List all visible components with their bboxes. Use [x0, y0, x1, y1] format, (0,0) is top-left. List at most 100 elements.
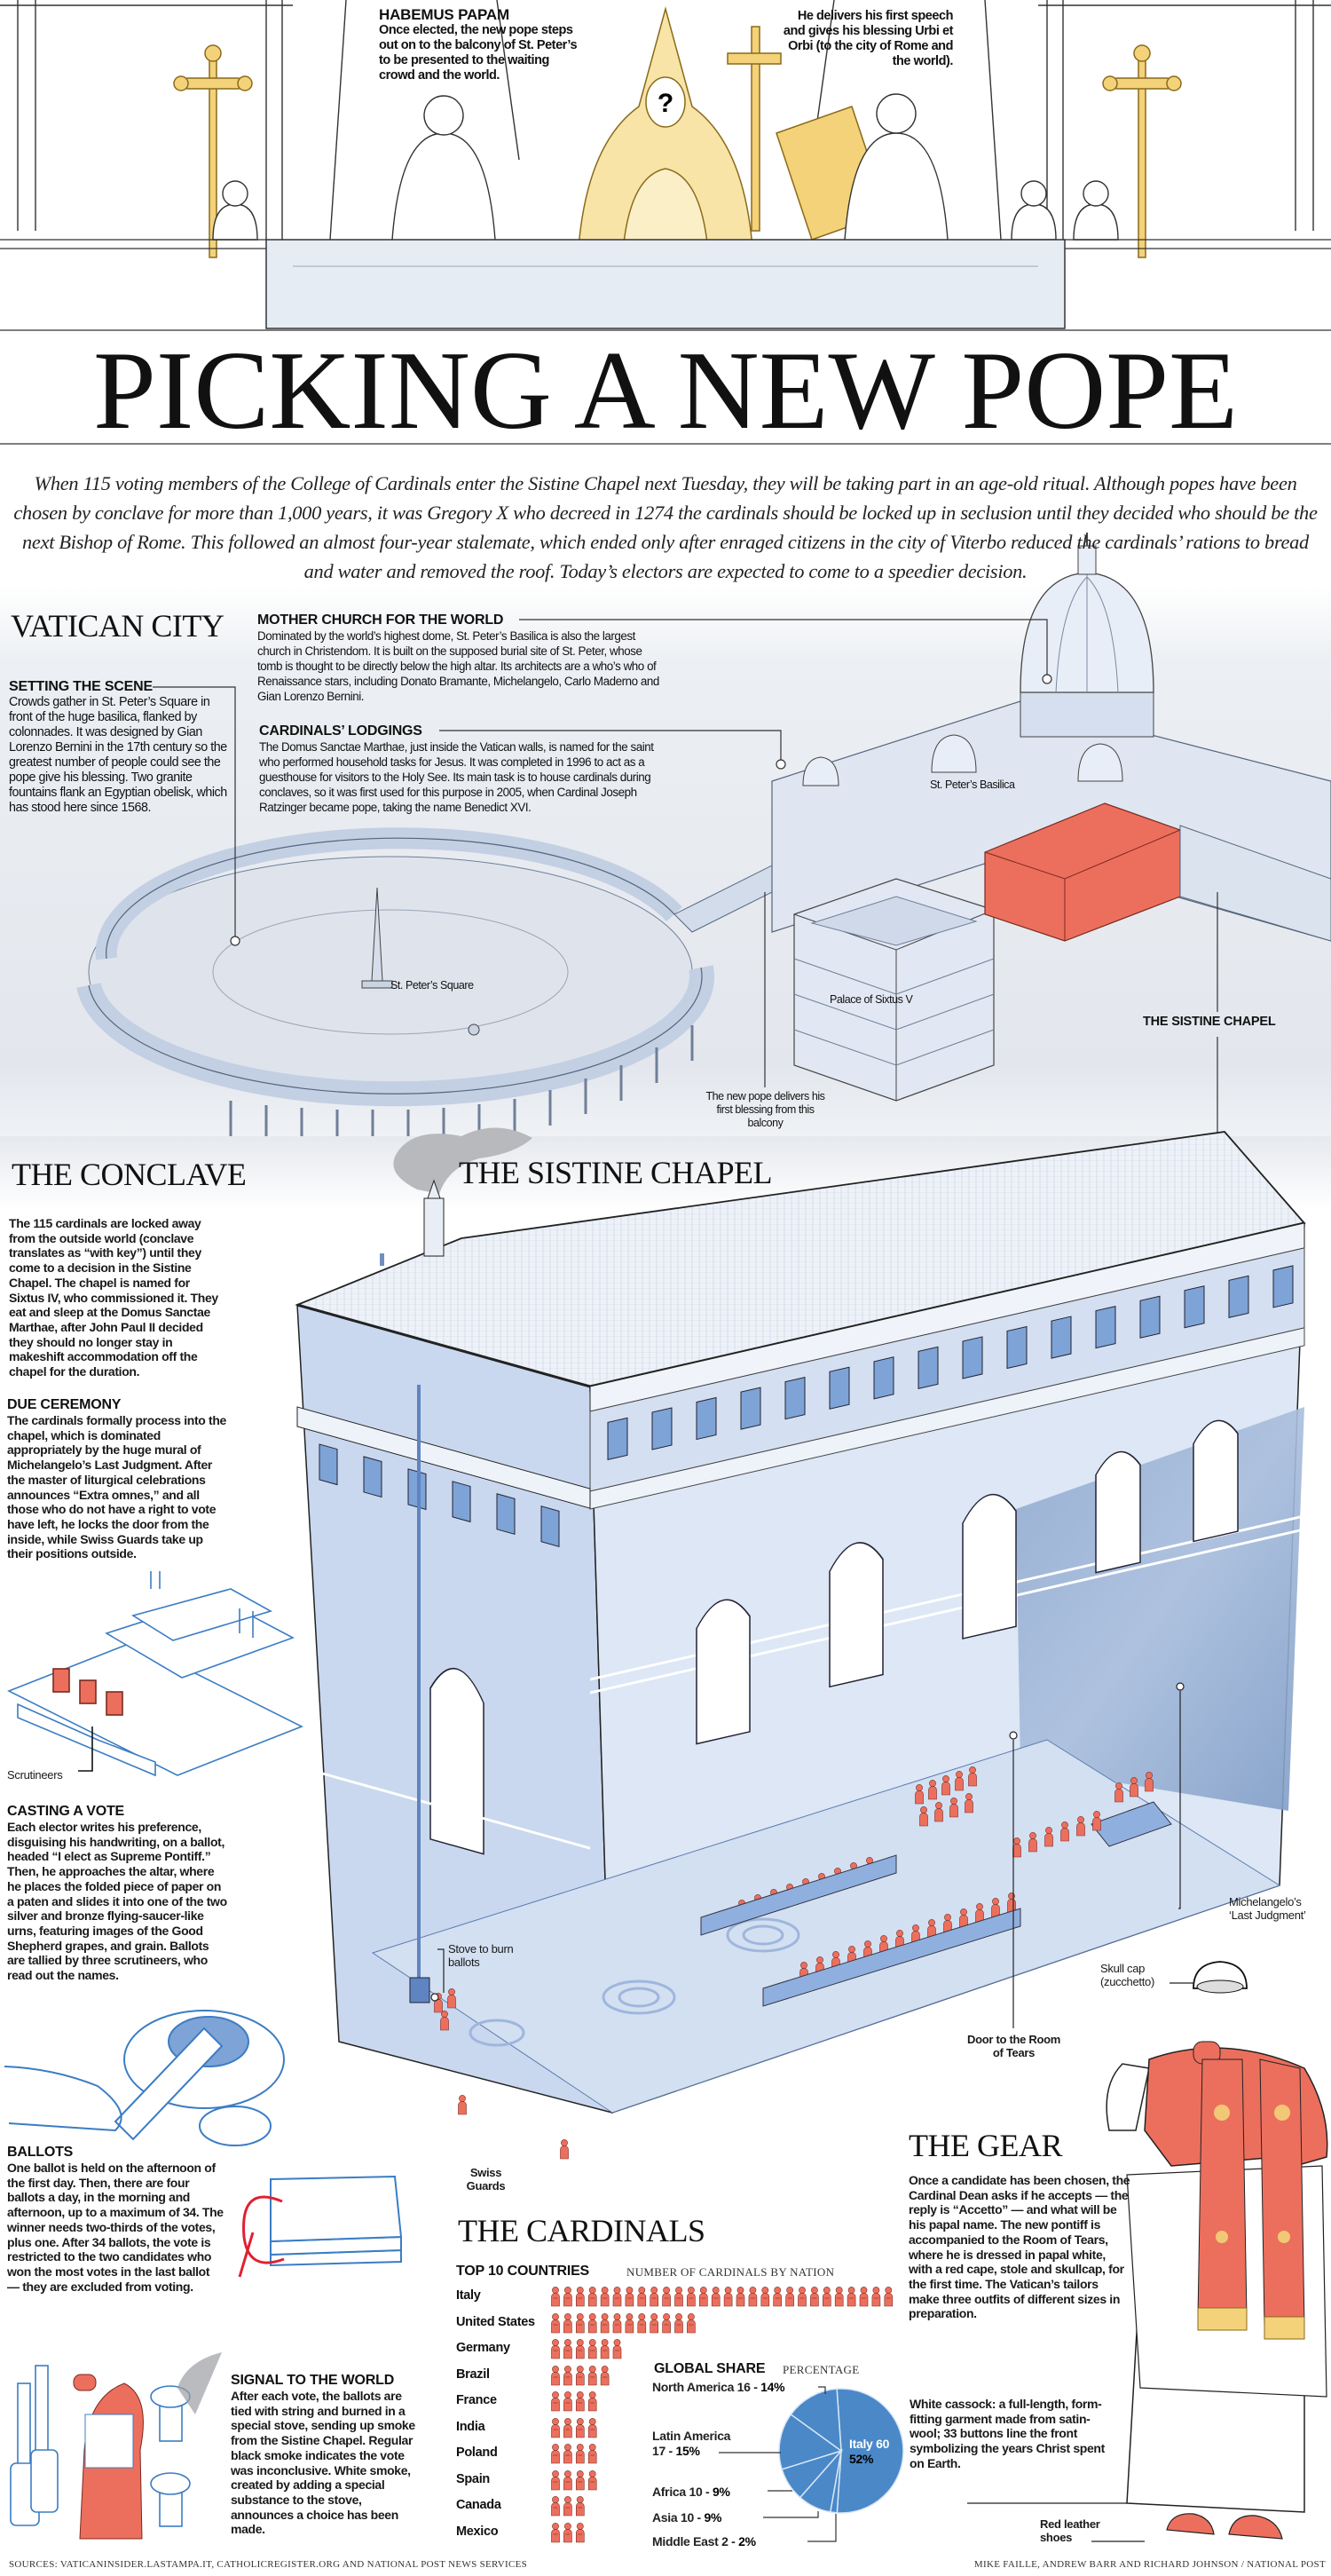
cardinal-figure-icon [575, 2522, 585, 2542]
cardinal-figure-icon [723, 2287, 733, 2307]
cardinal-figure-icon [587, 2444, 597, 2464]
cardinal-figure-icon [587, 2287, 597, 2307]
signal-title: SIGNAL TO THE WORLD [231, 2373, 395, 2388]
due-ceremony-title: DUE CEREMONY [7, 1397, 122, 1412]
cardinal-figure-icon [551, 2522, 560, 2542]
country-label: Canada [456, 2498, 501, 2512]
pie-label-middle-east: Middle East 2 - 2% [652, 2534, 756, 2548]
cardinals-lodgings-text: The Domus Sanctae Marthae, just inside t… [259, 740, 654, 814]
sistine-chapel-cutaway [0, 1127, 1331, 2160]
due-ceremony-text: The cardinals formally process into the … [7, 1413, 226, 1561]
cardinal-figure-icon [674, 2287, 683, 2307]
country-label: Spain [456, 2471, 490, 2486]
cardinal-figure-icon [587, 2312, 597, 2333]
cardinal-figure-icon [551, 2469, 560, 2490]
cardinal-figure-icon [563, 2522, 572, 2542]
cardinal-figure-icon [575, 2469, 585, 2490]
cardinal-figure-icon [587, 2365, 597, 2385]
cardinal-figure-icon [551, 2417, 560, 2438]
red-shoes-label: Red leather shoes [1040, 2517, 1100, 2544]
pictogram-row [551, 2496, 585, 2517]
balcony-label: The new pope delivers his first blessing… [705, 1090, 825, 1129]
cardinal-figure-icon [625, 2312, 634, 2333]
vatican-city-illustration [0, 533, 1331, 1225]
gear-heading: THE GEAR [909, 2128, 1062, 2163]
global-share-subtitle: PERCENTAGE [783, 2363, 860, 2376]
stove [409, 1977, 430, 2003]
skull-cap-icon [1193, 1961, 1248, 1994]
country-label: Mexico [456, 2524, 499, 2539]
papal-vestments-illustration [967, 2041, 1328, 2542]
cardinal-figure-icon [871, 2287, 881, 2307]
country-label: Brazil [456, 2367, 490, 2382]
cardinal-figure-icon [575, 2365, 585, 2385]
pictogram-row [551, 2444, 597, 2464]
skull-cap-label: Skull cap (zucchetto) [1100, 1962, 1155, 1988]
habemus-papam-text: Once elected, the new pope steps out on … [379, 23, 578, 83]
cardinal-figure-icon [650, 2312, 658, 2333]
habemus-papam-callout: HABEMUS PAPAM Once elected, the new pope… [379, 7, 583, 83]
cardinal-figure-icon [575, 2287, 585, 2307]
setting-the-scene-block: SETTING THE SCENE Crowds gather in St. P… [9, 679, 231, 816]
pictogram-row [551, 2339, 622, 2359]
colonnade-columns [229, 1025, 694, 1145]
scrutineers-table-illustration [7, 1571, 303, 1777]
cardinal-figure-icon [859, 2287, 869, 2307]
cardinal-figure-icon [575, 2444, 585, 2464]
scrutineers-label: Scrutineers [7, 1768, 63, 1782]
pope-face-question-mark: ? [658, 89, 673, 118]
cardinal-figure-icon [587, 2469, 597, 2490]
cardinal-figure-icon [575, 2391, 585, 2412]
last-judgment-label: Michelangelo’s ‘Last Judgment’ [1229, 1895, 1306, 1922]
cardinal-figure-icon [822, 2287, 831, 2307]
swiss-guards-label: Swiss Guards [466, 2166, 506, 2193]
cardinal-figure-icon [587, 2417, 597, 2438]
cardinals-heading: THE CARDINALS [458, 2213, 705, 2248]
cardinal-figure-icon [884, 2287, 894, 2307]
cardinal-figure-icon [662, 2287, 671, 2307]
cardinal-figure-icon [551, 2496, 560, 2517]
gear-text: Once a candidate has been chosen, the Ca… [909, 2173, 1130, 2321]
cardinal-figure-icon [637, 2312, 647, 2333]
casting-a-vote-text: Each elector writes his preference, disg… [7, 1820, 227, 1983]
cardinal-figure-icon [748, 2287, 758, 2307]
stove-label: Stove to burn ballots [448, 1942, 514, 1969]
sources-footer: SOURCES: VATICANINSIDER.LASTAMPA.IT, CAT… [9, 2559, 528, 2570]
sistine-chapel-heading: THE SISTINE CHAPEL [459, 1155, 773, 1190]
pictogram-row [551, 2417, 597, 2438]
cardinal-figure-icon [551, 2287, 560, 2307]
top-countries-subtitle: NUMBER OF CARDINALS BY NATION [626, 2265, 835, 2279]
cardinal-figure-icon [575, 2312, 585, 2333]
cardinal-figure-icon [551, 2365, 560, 2385]
balcony-drape [265, 239, 1066, 329]
casting-a-vote-block: CASTING A VOTE Each elector writes his p… [7, 1804, 229, 1983]
pie-label-north-america: North America 16 - 14% [652, 2380, 785, 2394]
cardinal-figure-icon [563, 2469, 572, 2490]
ballots-text: One ballot is held on the afternoon of t… [7, 2161, 224, 2294]
cardinal-figure-icon [575, 2496, 585, 2517]
cardinal-figure-icon [600, 2287, 610, 2307]
mother-church-title: MOTHER CHURCH FOR THE WORLD [257, 612, 504, 628]
st-peters-basilica-label: St. Peter’s Basilica [930, 778, 1015, 791]
casting-a-vote-title: CASTING A VOTE [7, 1804, 125, 1819]
conclave-text: The 115 cardinals are locked away from t… [9, 1216, 218, 1379]
processional-cross-icon [173, 26, 1182, 258]
setting-the-scene-title: SETTING THE SCENE [9, 679, 153, 694]
cardinal-figure-icon [575, 2339, 585, 2359]
chapel-chimney [380, 1179, 445, 1266]
habemus-papam-title: HABEMUS PAPAM [379, 6, 509, 23]
sistine-chapel-map-label: THE SISTINE CHAPEL [1143, 1015, 1276, 1029]
cardinal-figure-icon [551, 2312, 560, 2333]
mother-church-block: MOTHER CHURCH FOR THE WORLD Dominated by… [257, 612, 666, 704]
cardinal-figure-icon [674, 2312, 683, 2333]
intro-paragraph: When 115 voting members of the College o… [13, 472, 1318, 582]
cardinal-figure-icon [612, 2312, 622, 2333]
conclave-heading: THE CONCLAVE [12, 1157, 247, 1192]
cardinal-figure-icon [563, 2287, 572, 2307]
cardinal-figure-icon [563, 2312, 572, 2333]
country-label: India [456, 2419, 485, 2434]
ballots-title: BALLOTS [7, 2145, 74, 2160]
pictogram-row [551, 2522, 585, 2542]
